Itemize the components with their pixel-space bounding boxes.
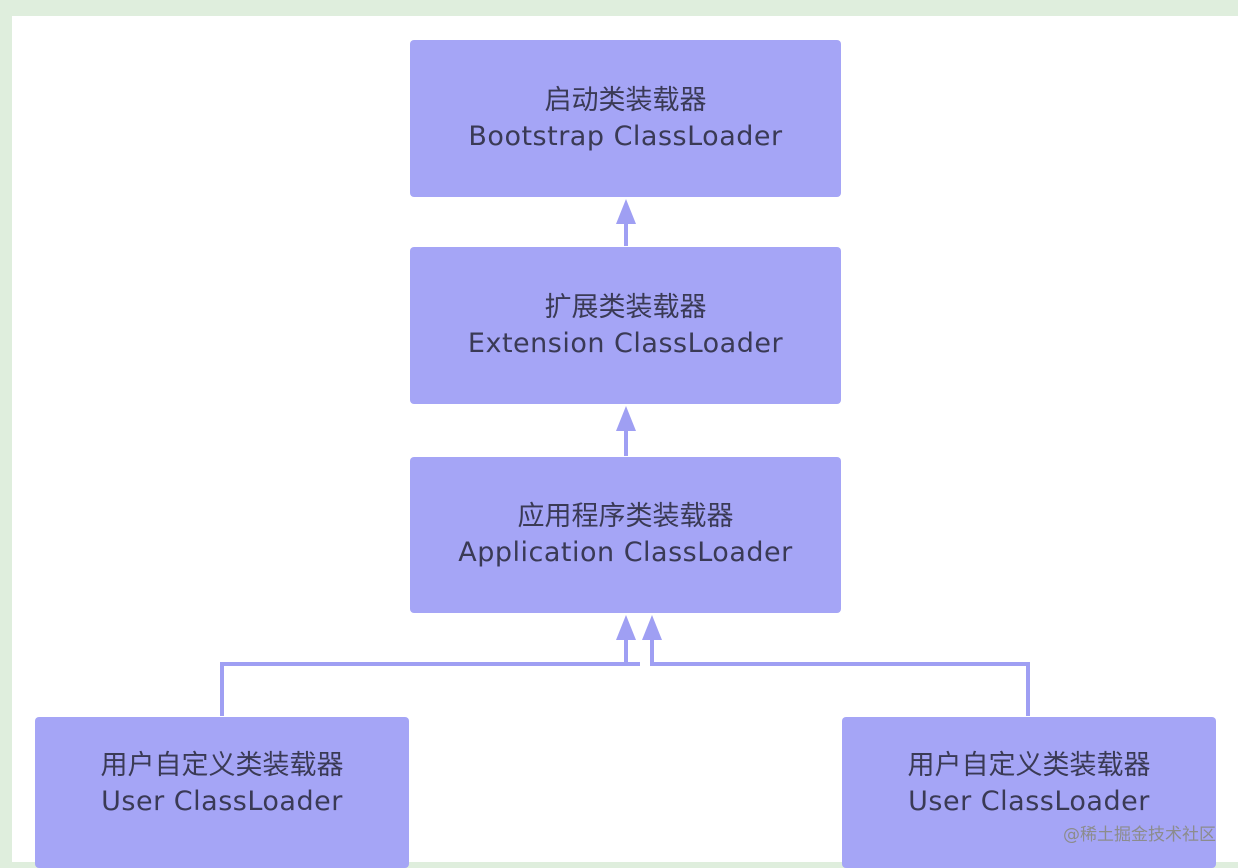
node-extension-title-zh: 扩展类装载器 xyxy=(544,291,707,323)
node-user-left-title-en: User ClassLoader xyxy=(101,785,343,817)
node-user-classloader-right: 用户自定义类装载器 User ClassLoader xyxy=(842,717,1216,868)
node-user-right-title-en: User ClassLoader xyxy=(908,785,1150,817)
node-user-right-title-zh: 用户自定义类装载器 xyxy=(907,749,1151,781)
watermark-text: @稀土掘金技术社区 xyxy=(1063,825,1216,845)
node-user-left-title-zh: 用户自定义类装载器 xyxy=(100,749,344,781)
node-extension-classloader: 扩展类装载器 Extension ClassLoader xyxy=(410,247,841,404)
node-bootstrap-title-zh: 启动类装载器 xyxy=(544,84,707,116)
node-user-classloader-left: 用户自定义类装载器 User ClassLoader xyxy=(35,717,409,868)
node-extension-title-en: Extension ClassLoader xyxy=(467,327,784,359)
node-application-title-zh: 应用程序类装载器 xyxy=(517,501,734,532)
node-bootstrap-title-en: Bootstrap ClassLoader xyxy=(468,120,783,152)
node-bootstrap-classloader: 启动类装载器 Bootstrap ClassLoader xyxy=(410,40,841,197)
node-application-classloader: 应用程序类装载器 Application ClassLoader xyxy=(410,457,841,613)
node-application-title-en: Application ClassLoader xyxy=(458,537,793,568)
